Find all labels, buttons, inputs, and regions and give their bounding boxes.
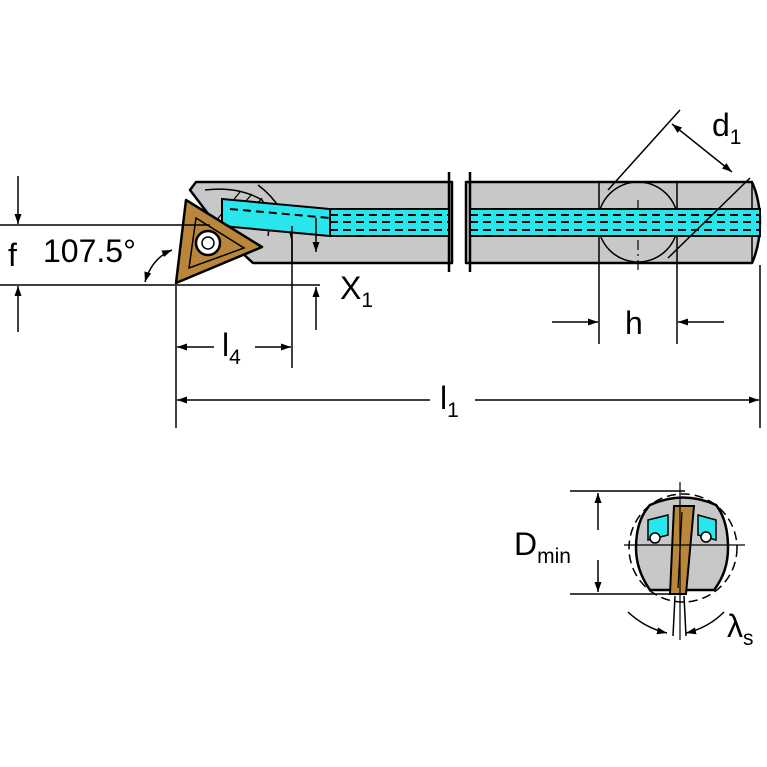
label-l1: l1	[440, 380, 459, 422]
label-d1: d1	[712, 107, 741, 149]
label-h: h	[625, 305, 643, 341]
coolant-channels	[221, 197, 761, 238]
label-l4: l4	[222, 327, 241, 369]
insert-screw-hole	[194, 229, 222, 257]
label-dmin: Dmin	[514, 526, 571, 568]
cutting-insert	[174, 198, 264, 285]
dimension-labels: f 107.5° X1 l4 l1 h d1 Dmin λs	[8, 107, 754, 650]
label-lambda-s: λs	[727, 608, 754, 650]
insert-chipbreaker	[188, 216, 246, 270]
label-x1: X1	[340, 270, 373, 312]
end-view-insert	[668, 505, 696, 595]
end-view-bore-outline	[628, 493, 738, 603]
label-angle: 107.5°	[43, 233, 136, 269]
end-view-dimensions	[570, 490, 725, 637]
side-view-dimensions	[0, 109, 761, 428]
label-f: f	[8, 237, 17, 273]
end-view	[624, 482, 745, 640]
